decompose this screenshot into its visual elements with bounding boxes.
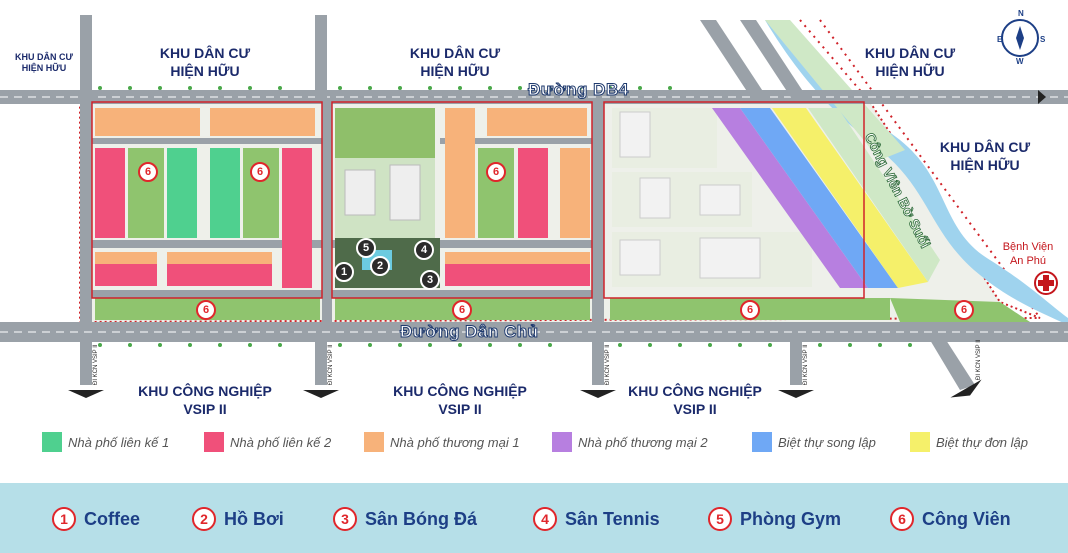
amenity-tennis: 4 Sân Tennis: [533, 507, 660, 531]
amenity-label: Sân Bóng Đá: [365, 508, 478, 529]
side-road-label-3: ĐI KCN VSIP II: [605, 344, 611, 385]
side-road-label-5: ĐI KCN VSIP II: [976, 339, 982, 380]
legend-item: Nhà phố thương mại 2: [552, 432, 708, 452]
amenity-number: 1: [52, 507, 76, 531]
legend-label: Biệt thự song lập: [778, 434, 876, 450]
map-marker-gym[interactable]: 5: [356, 238, 376, 258]
legend-item: Biệt thự đơn lập: [910, 432, 1028, 452]
side-road-label-4: ĐI KCN VSIP II: [803, 344, 809, 385]
legend-label: Nhà phố thương mại 2: [578, 434, 708, 450]
side-road-label-2: ĐI KCN VSIP II: [328, 344, 334, 385]
legend-label: Biệt thự đơn lập: [936, 434, 1028, 450]
amenity-coffee: 1 Coffee: [52, 507, 140, 531]
amenity-number: 2: [192, 507, 216, 531]
amenity-pool: 2 Hồ Bơi: [192, 507, 284, 531]
red-cross-icon: [1034, 271, 1058, 295]
legend-item: Nhà phố liên kế 2: [204, 432, 331, 452]
map-marker-tennis[interactable]: 4: [414, 240, 434, 260]
arrow-down-icon: [68, 390, 104, 398]
compass-icon: N S E W: [997, 9, 1046, 66]
map-marker-pool[interactable]: 2: [370, 256, 390, 276]
legend-item: Biệt thự song lập: [752, 432, 876, 452]
legend-item: Nhà phố thương mại 1: [364, 432, 520, 452]
map-marker-football[interactable]: 3: [420, 270, 440, 290]
road-label-db4: Đường DB4: [528, 80, 629, 100]
map-marker-park[interactable]: 6: [452, 300, 472, 320]
amenities-bar: 1 Coffee 2 Hồ Bơi 3 Sân Bóng Đá 4 Sân Te…: [0, 483, 1068, 553]
amenity-football: 3 Sân Bóng Đá: [333, 507, 477, 531]
amenity-number: 3: [333, 507, 357, 531]
map-marker-park[interactable]: 6: [486, 162, 506, 182]
legend-swatch: [364, 432, 384, 452]
amenity-number: 6: [890, 507, 914, 531]
site-boundary: [79, 101, 1041, 324]
map-marker-park[interactable]: 6: [740, 300, 760, 320]
amenity-label: Công Viên: [922, 508, 1011, 529]
amenity-label: Coffee: [84, 508, 141, 529]
block-thuong-mai-1: [95, 108, 200, 136]
amenity-label: Hồ Bơi: [224, 508, 284, 529]
amenity-label: Sân Tennis: [565, 508, 660, 529]
map-marker-park[interactable]: 6: [138, 162, 158, 182]
map-marker-park[interactable]: 6: [196, 300, 216, 320]
svg-text:W: W: [1016, 57, 1024, 66]
legend-swatch: [910, 432, 930, 452]
arrow-down-icon: [580, 390, 616, 398]
map-marker-park[interactable]: 6: [250, 162, 270, 182]
legend-item: Nhà phố liên kế 1: [42, 432, 169, 452]
amenity-gym: 5 Phòng Gym: [708, 507, 841, 531]
amenity-label: Phòng Gym: [740, 508, 842, 529]
legend-swatch: [42, 432, 62, 452]
map-marker-coffee[interactable]: 1: [334, 262, 354, 282]
arrow-down-icon: [778, 390, 814, 398]
svg-text:N: N: [1018, 9, 1024, 18]
map-marker-park[interactable]: 6: [954, 300, 974, 320]
amenity-number: 5: [708, 507, 732, 531]
legend-label: Nhà phố liên kế 2: [230, 434, 332, 450]
map-canvas: N S E W: [0, 9, 1068, 390]
road-label-dan-chu: Đường Dân Chủ: [400, 322, 539, 342]
side-road-label-1: ĐI KCN VSIP II: [93, 344, 99, 385]
legend-label: Nhà phố thương mại 1: [390, 434, 520, 450]
svg-text:E: E: [997, 35, 1003, 44]
arrow-down-icon: [303, 390, 339, 398]
legend-label: Nhà phố liên kế 1: [68, 434, 170, 450]
legend-swatch: [752, 432, 772, 452]
map-legend: Nhà phố liên kế 1 Nhà phố liên kế 2 Nhà …: [0, 432, 1068, 462]
legend-swatch: [204, 432, 224, 452]
legend-swatch: [552, 432, 572, 452]
amenity-number: 4: [533, 507, 557, 531]
amenity-park: 6 Công Viên: [890, 507, 1011, 531]
svg-text:S: S: [1040, 35, 1046, 44]
